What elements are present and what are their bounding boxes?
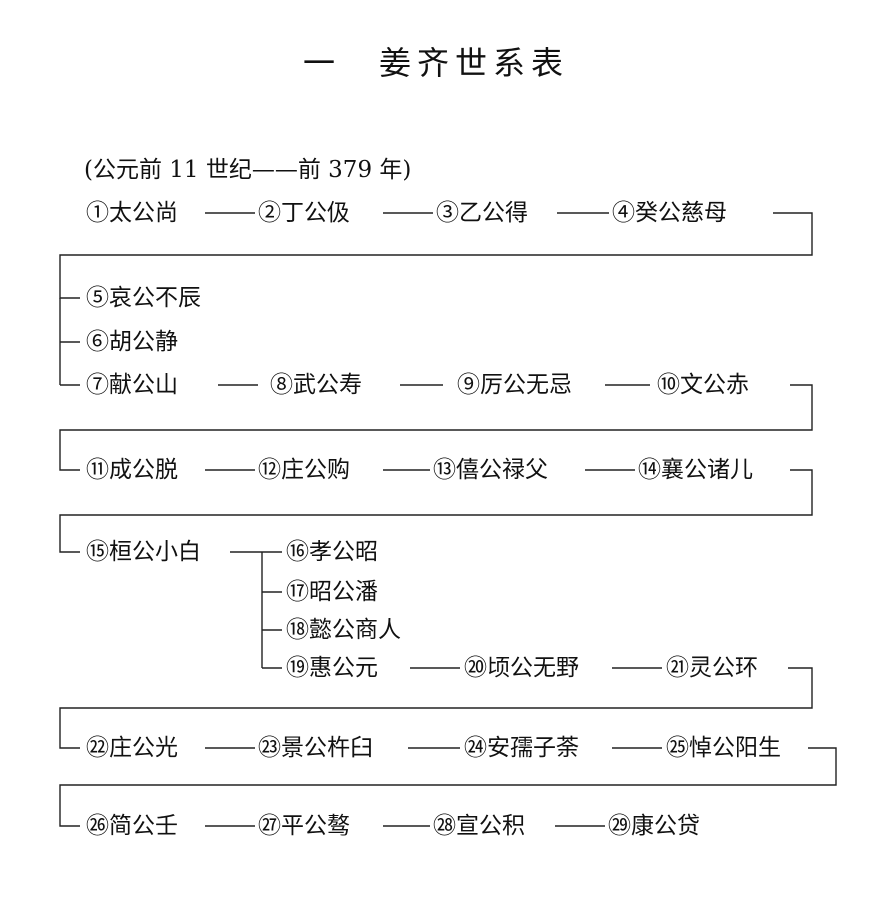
page-title: 一 姜齐世系表 — [302, 44, 569, 82]
ruler-node: ⑧武公寿 — [270, 370, 364, 400]
ruler-node: ⑤哀公不辰 — [86, 283, 203, 313]
ruler-node: ⑰昭公潘 — [286, 577, 380, 607]
ruler-node: ⑭襄公诸儿 — [638, 455, 755, 485]
connector — [59, 212, 813, 299]
connector — [59, 384, 813, 471]
ruler-node: ⑦献公山 — [86, 370, 180, 400]
ruler-node: ⑬僖公禄父 — [433, 455, 550, 485]
ruler-node: ⑮桓公小白 — [86, 537, 203, 567]
ruler-node: ②丁公伋 — [258, 198, 352, 228]
ruler-node: ⑱懿公商人 — [286, 615, 403, 645]
ruler-node: ㉘宣公积 — [433, 811, 527, 841]
date-range-subtitle: (公元前 11 世纪——前 379 年) — [84, 157, 412, 183]
ruler-node: ⑲惠公元 — [286, 653, 380, 683]
ruler-node: ⑨厉公无忌 — [457, 370, 574, 400]
ruler-node: ㉕悼公阳生 — [666, 733, 783, 763]
ruler-node: ㉓景公杵臼 — [258, 733, 375, 763]
ruler-node: ①太公尚 — [86, 198, 180, 228]
ruler-node: ④癸公慈母 — [612, 198, 729, 228]
ruler-node: ⑯孝公昭 — [286, 537, 380, 567]
ruler-node: ⑥胡公静 — [86, 327, 180, 357]
ruler-node: ㉗平公骜 — [258, 811, 352, 841]
ruler-node: ⑫庄公购 — [258, 455, 352, 485]
ruler-node: ⑳顷公无野 — [464, 653, 581, 683]
ruler-node: ⑪成公脱 — [86, 455, 180, 485]
ruler-node: ㉑灵公环 — [666, 653, 760, 683]
ruler-node: ㉒庄公光 — [86, 733, 180, 763]
ruler-node: ⑩文公赤 — [657, 370, 751, 400]
ruler-node: ㉖简公壬 — [86, 811, 180, 841]
ruler-node: ③乙公得 — [436, 198, 530, 228]
ruler-node: ㉔安孺子荼 — [464, 733, 581, 763]
connector — [59, 667, 813, 749]
connector — [59, 747, 837, 827]
connector — [59, 469, 813, 553]
ruler-node: ㉙康公贷 — [608, 811, 702, 841]
